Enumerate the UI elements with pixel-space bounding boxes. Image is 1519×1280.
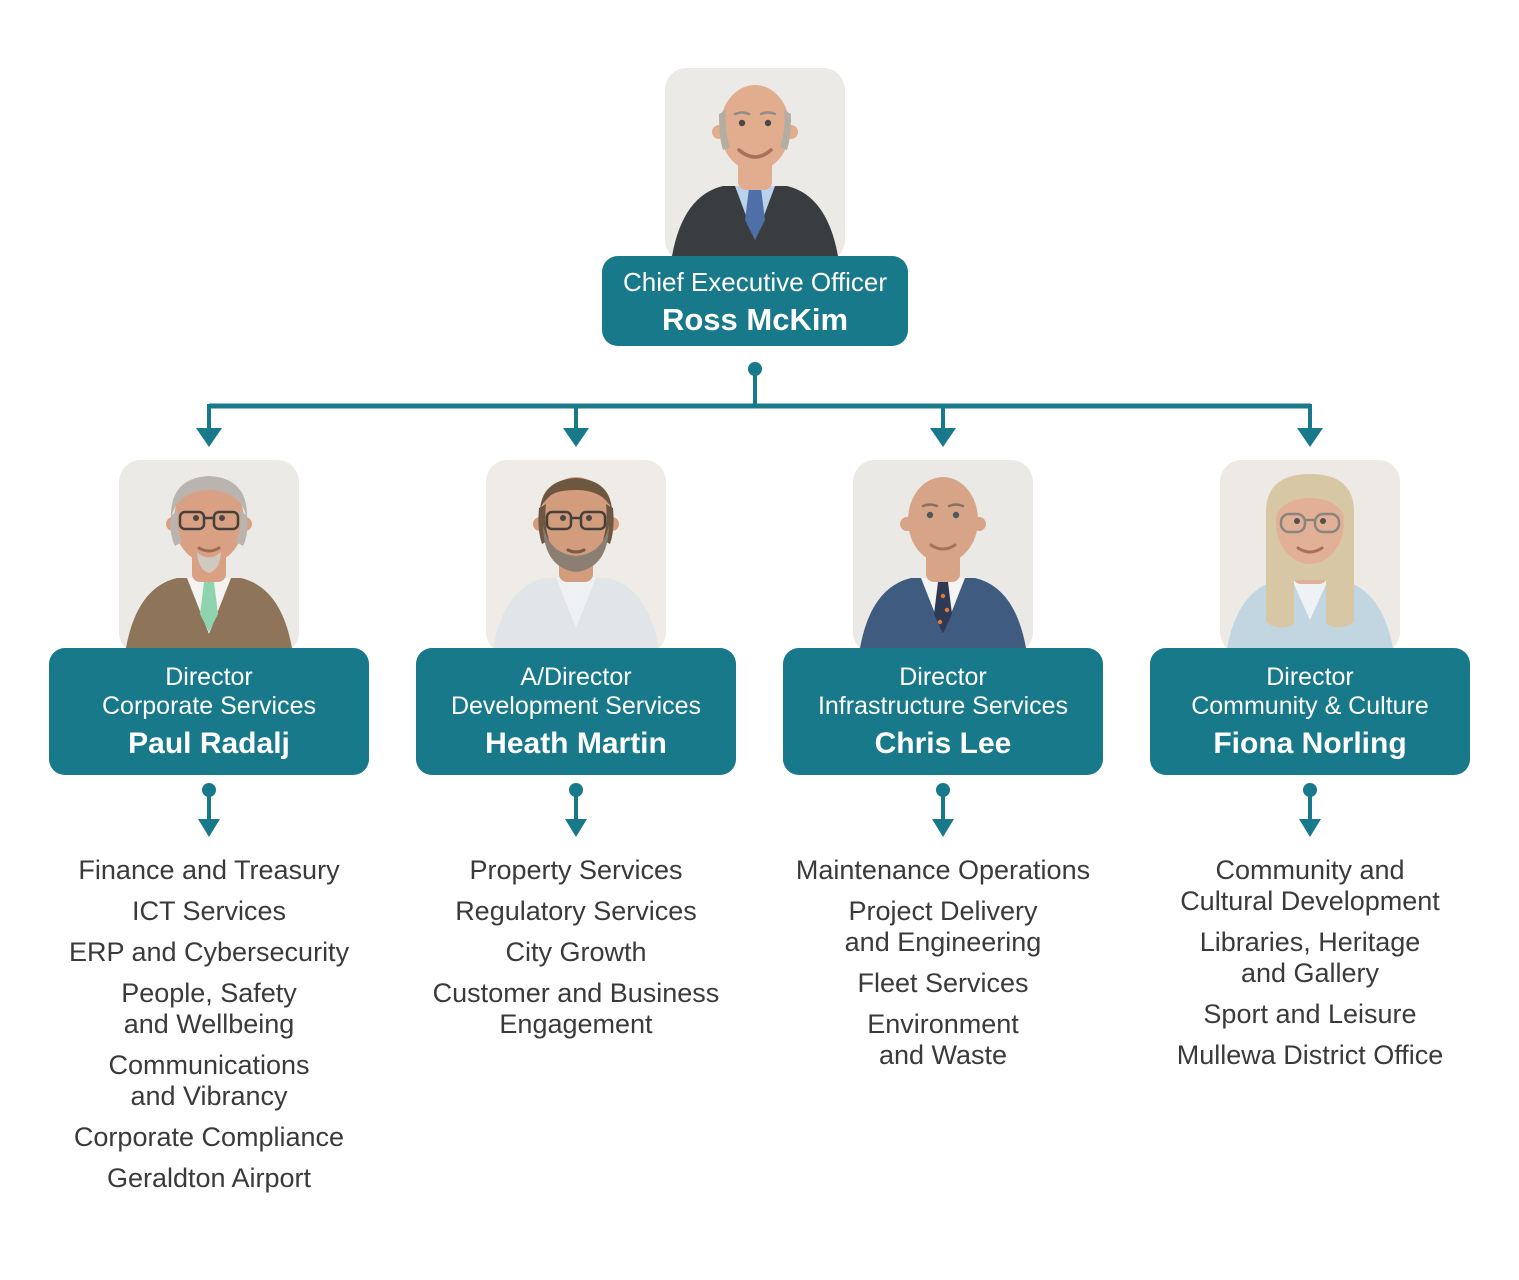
department-item: ERP and Cybersecurity: [68, 937, 350, 967]
department-list-corporate-services: Finance and Treasury ICT Services ERP an…: [29, 855, 389, 1194]
department-item: Maintenance Operations: [795, 855, 1091, 885]
director-title-box-community-culture: Director Community & Culture Fiona Norli…: [1150, 648, 1470, 775]
department-item: Environment and Waste: [867, 1009, 1019, 1070]
director-photo-corporate-services: [119, 460, 299, 654]
department-list-community-culture: Community and Cultural Development Libra…: [1130, 855, 1490, 1071]
ceo-name: Ross McKim: [661, 302, 849, 337]
director-name: Chris Lee: [874, 727, 1012, 760]
department-item: Corporate Compliance: [73, 1122, 345, 1152]
department-item: City Growth: [505, 937, 647, 967]
director-portrait-illustration: [119, 460, 299, 654]
director-title-box-development-services: A/Director Development Services Heath Ma…: [416, 648, 736, 775]
director-role-line2: Development Services: [450, 692, 702, 720]
ceo-photo: [665, 68, 845, 262]
department-item: Libraries, Heritage and Gallery: [1199, 927, 1421, 988]
director-name: Paul Radalj: [128, 727, 290, 760]
director-role-line2: Infrastructure Services: [817, 692, 1069, 720]
department-item: People, Safety and Wellbeing: [121, 978, 297, 1039]
director-role-line1: Director: [1266, 663, 1354, 691]
department-list-infrastructure-services: Maintenance Operations Project Delivery …: [763, 855, 1123, 1071]
director-name: Fiona Norling: [1213, 727, 1407, 760]
director-role-line1: Director: [899, 663, 987, 691]
director-photo-community-culture: [1220, 460, 1400, 654]
director-photo-infrastructure-services: [853, 460, 1033, 654]
director-role-line2: Community & Culture: [1191, 692, 1429, 720]
director-role-line2: Corporate Services: [102, 692, 316, 720]
arrow-down-icon: [198, 819, 220, 837]
director-role-line1: A/Director: [520, 663, 632, 691]
department-item: Customer and Business Engagement: [432, 978, 720, 1039]
department-item: Regulatory Services: [455, 896, 697, 926]
director-portrait-illustration: [1220, 460, 1400, 654]
director-title-box-corporate-services: Director Corporate Services Paul Radalj: [49, 648, 369, 775]
arrow-down-icon: [1299, 819, 1321, 837]
director-name: Heath Martin: [485, 727, 667, 760]
arrow-down-icon: [196, 428, 222, 447]
arrow-down-icon: [1297, 428, 1323, 447]
ceo-title-box: Chief Executive Officer Ross McKim: [602, 256, 908, 346]
department-item: Geraldton Airport: [106, 1163, 312, 1193]
arrow-down-icon: [932, 819, 954, 837]
department-item: Community and Cultural Development: [1180, 855, 1440, 916]
department-item: Property Services: [469, 855, 683, 885]
director-role-line1: Director: [165, 663, 253, 691]
department-item: Finance and Treasury: [78, 855, 340, 885]
department-item: Project Delivery and Engineering: [844, 896, 1042, 957]
department-item: ICT Services: [131, 896, 287, 926]
department-item: Sport and Leisure: [1203, 999, 1417, 1029]
department-item: Mullewa District Office: [1176, 1040, 1444, 1070]
director-photo-development-services: [486, 460, 666, 654]
arrow-down-icon: [930, 428, 956, 447]
department-item: Communications and Vibrancy: [108, 1050, 310, 1111]
arrow-down-icon: [565, 819, 587, 837]
department-list-development-services: Property Services Regulatory Services Ci…: [396, 855, 756, 1040]
director-portrait-illustration: [853, 460, 1033, 654]
director-title-box-infrastructure-services: Director Infrastructure Services Chris L…: [783, 648, 1103, 775]
department-item: Fleet Services: [857, 968, 1029, 998]
arrow-down-icon: [563, 428, 589, 447]
ceo-portrait-illustration: [665, 68, 845, 262]
ceo-role: Chief Executive Officer: [623, 267, 887, 297]
director-portrait-illustration: [486, 460, 666, 654]
